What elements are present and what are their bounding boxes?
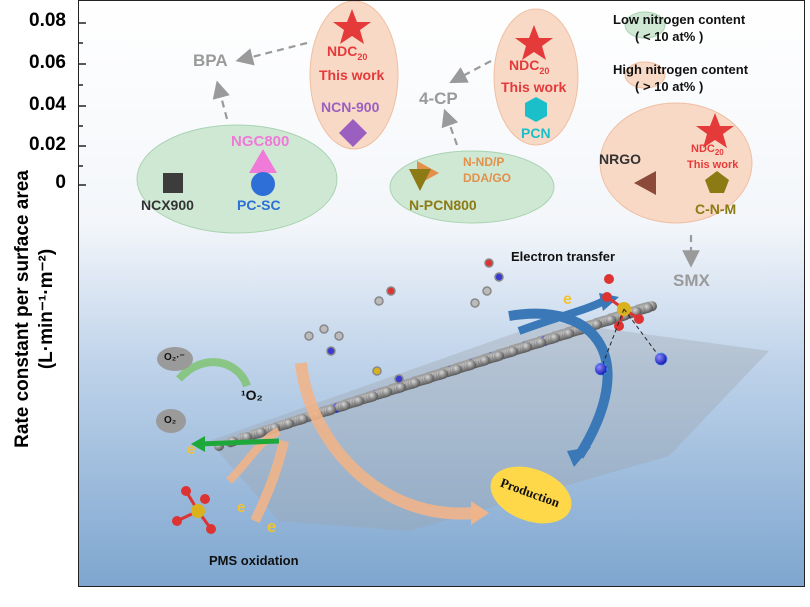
cnm-label: C-N-M: [695, 201, 737, 217]
lattice-atom: [494, 351, 504, 361]
production-badge: [490, 466, 572, 524]
this-work-label-2: This work: [501, 79, 567, 95]
o2-bubble: [156, 409, 186, 433]
lattice-atom: [536, 337, 546, 348]
lattice-atom: [522, 342, 532, 352]
nrgo-label: NRGO: [599, 151, 641, 167]
pentagon-marker: [705, 171, 729, 193]
smx-label: SMX: [673, 271, 710, 290]
pcn-label: PCN: [521, 125, 551, 141]
lattice-atom: [298, 414, 308, 424]
lattice-atom: [424, 373, 434, 384]
y-tick-label: 0.02: [29, 134, 66, 155]
singlet-o2-label: ¹O₂: [241, 387, 263, 403]
lattice-atom: [326, 405, 336, 415]
electron-transfer-arrow: [508, 308, 613, 459]
ndc-label-1: NDC20: [327, 43, 368, 62]
o2-radical-label: O₂·⁻: [164, 352, 185, 363]
diagram-panel: Low nitrogen content ( < 10 at% ) High n…: [78, 0, 805, 587]
legend-high-label: High nitrogen content: [613, 62, 749, 77]
hexagon-marker: [525, 97, 547, 122]
circle-marker: [251, 172, 275, 196]
high-n-ellipse-2: [493, 8, 579, 146]
pms-molecule-left: [172, 486, 216, 534]
diagram-graphics: [79, 1, 769, 534]
lattice-atom: [480, 355, 490, 366]
lattice-atom: [410, 378, 420, 388]
electron-symbol: e: [267, 517, 277, 536]
high-n-ellipse-1: [309, 1, 399, 150]
y-axis-ticks: [79, 22, 86, 186]
ndc-label-2: NDC20: [509, 57, 550, 76]
bpa-label: BPA: [193, 51, 228, 70]
lattice-atom: [592, 319, 602, 330]
triangle-left-marker: [634, 171, 656, 195]
y-tick-label: 0.04: [29, 94, 66, 115]
y-tick-label: 0.08: [29, 10, 66, 31]
lattice-atom: [508, 346, 518, 357]
lattice-atom: [466, 360, 476, 370]
npcn800-label: N-PCN800: [409, 197, 477, 213]
electron-symbol: e: [237, 499, 246, 516]
cp-label: 4-CP: [419, 89, 458, 108]
o2-label: O₂: [164, 415, 177, 426]
lattice-atom: [643, 302, 653, 313]
lattice-atom: [284, 418, 294, 429]
square-marker: [163, 173, 183, 193]
star-icon: [333, 9, 371, 44]
lattice-atom: [606, 315, 616, 325]
lattice-atom: [256, 427, 266, 438]
ncn900-label: NCN-900: [321, 99, 380, 115]
lattice-atom: [438, 369, 448, 379]
pms-molecule-right: [594, 274, 668, 376]
production-arrow: [295, 362, 475, 520]
ndc-label-3: NDC20: [691, 143, 724, 158]
o2-radical-bubble: [157, 347, 193, 371]
dda-label: DDA/GO: [463, 171, 511, 185]
triangle-down-marker: [409, 169, 431, 191]
legend-low-swatch: [624, 11, 666, 39]
lattice-atom: [340, 400, 350, 411]
lattice-atom: [564, 328, 574, 339]
graphene-sheet: [209, 301, 769, 531]
lattice-atom: [550, 333, 560, 343]
lattice-atom: [354, 396, 364, 406]
nnd-label: N-ND/P: [463, 155, 505, 169]
electron-symbol: e: [563, 291, 572, 308]
electron-symbol: e: [187, 441, 196, 458]
legend-low-sub: ( < 10 at% ): [635, 29, 704, 44]
pms-oxidation-label: PMS oxidation: [209, 553, 299, 568]
lattice-atom: [396, 382, 406, 393]
legend-high-swatch: [624, 61, 666, 89]
electron-transfer-label: Electron transfer: [511, 249, 616, 264]
green-arrow-o2: [176, 358, 251, 388]
ncx900-label: NCX900: [141, 197, 194, 213]
legend-high-sub: ( > 10 at% ): [635, 79, 704, 94]
y-tick-label: 0: [55, 172, 66, 193]
pcsc-label: PC-SC: [237, 197, 281, 213]
this-work-label-3: This work: [687, 159, 739, 171]
diamond-marker: [339, 119, 367, 147]
ngc800-label: NGC800: [231, 133, 290, 150]
star-icon: [696, 113, 734, 148]
lattice-atom: [382, 387, 392, 397]
adsorbed-molecules: [304, 258, 504, 384]
lattice-atom: [368, 391, 378, 402]
low-n-ellipse-left: [136, 124, 338, 234]
y-axis-label: Rate constant per surface area (L·min⁻¹·…: [12, 170, 57, 448]
legend-low-label: Low nitrogen content: [613, 12, 746, 27]
lattice-atom: [452, 364, 462, 375]
this-work-label-1: This work: [319, 67, 385, 83]
triangle-marker: [249, 149, 277, 173]
y-tick-label: 0.06: [29, 52, 66, 73]
star-icon: [515, 25, 553, 60]
lattice-atom: [242, 432, 252, 442]
